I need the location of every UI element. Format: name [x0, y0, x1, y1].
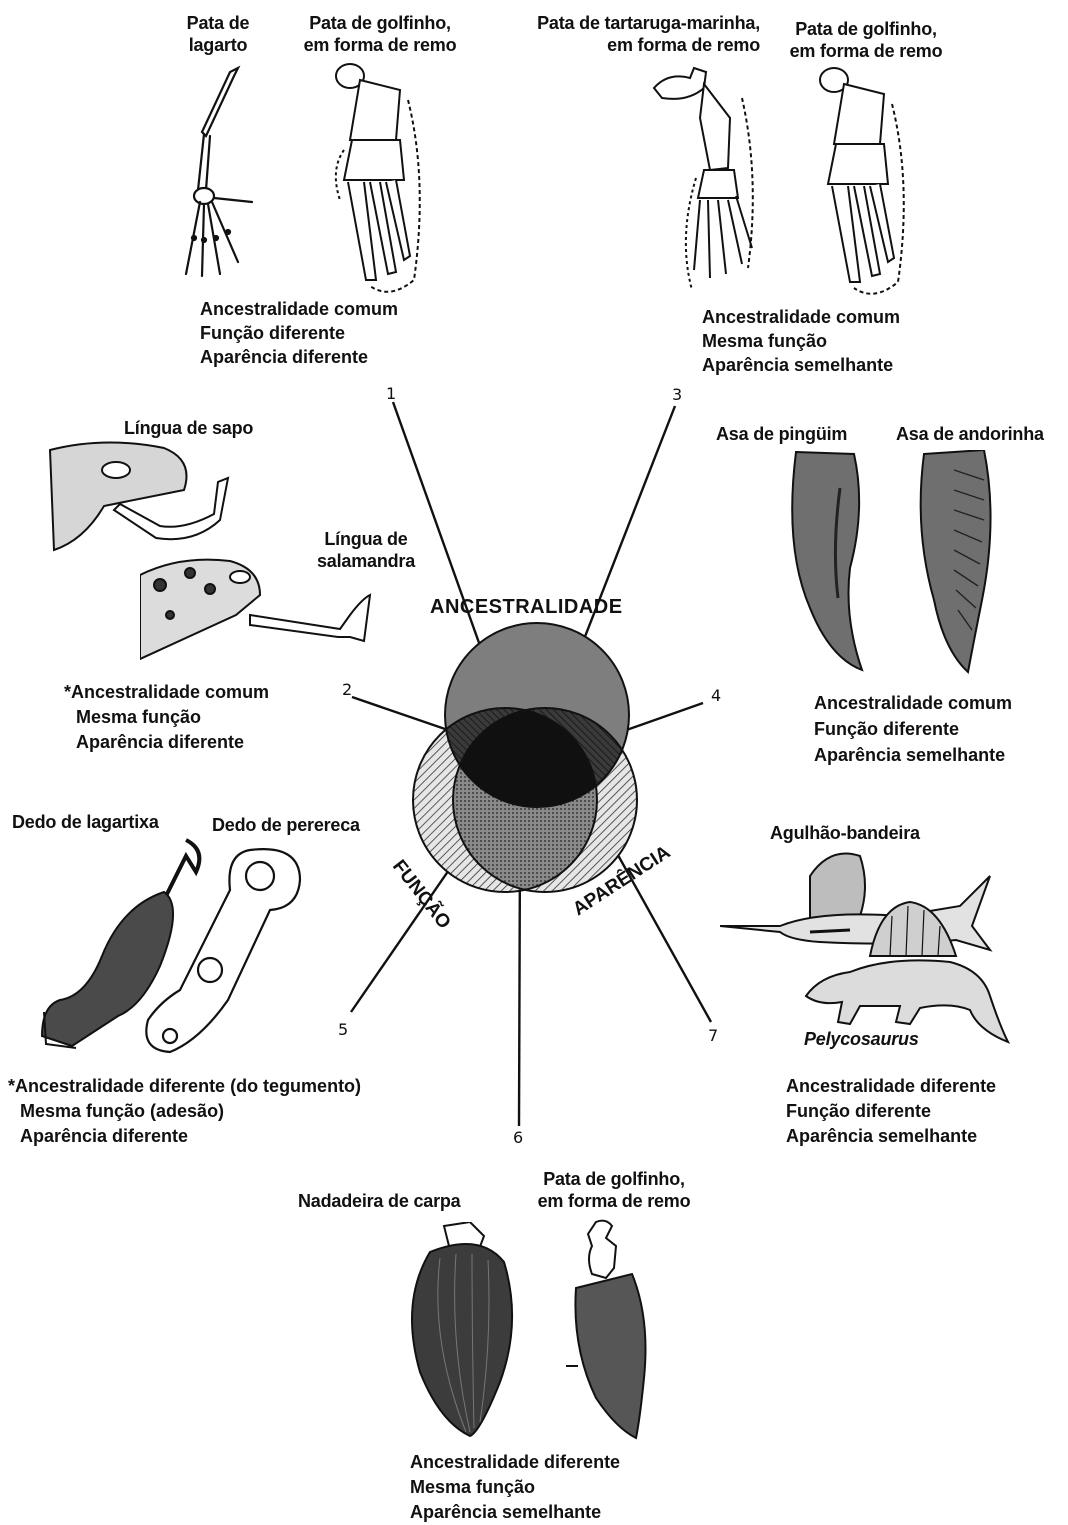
number-4: 4	[711, 686, 721, 705]
dolphin-paddle-1-illustration	[330, 60, 430, 300]
venn-label-ancestry: ANCESTRALIDADE	[430, 596, 623, 619]
label-lizard-leg: Pata de lagarto	[168, 12, 268, 56]
salamander-tongue-illustration	[140, 555, 380, 665]
caption-1: Ancestralidade comumFunção diferenteApar…	[200, 297, 398, 369]
number-6: 6	[513, 1128, 523, 1147]
label-dolphin-paddle-1: Pata de golfinho, em forma de remo	[280, 12, 480, 56]
dolphin-paddle-3-illustration	[812, 66, 912, 302]
label-carp-fin: Nadadeira de carpa	[298, 1190, 460, 1212]
dolphin-paddle-6-illustration	[566, 1218, 666, 1442]
label-pelycosaurus: Pelycosaurus	[804, 1028, 919, 1050]
label-turtle-paddle: Pata de tartaruga-marinha, em forma de r…	[480, 12, 760, 56]
label-dolphin-paddle-6: Pata de golfinho, em forma de remo	[514, 1168, 714, 1212]
number-5: 5	[338, 1020, 348, 1039]
label-dolphin-paddle-3: Pata de golfinho, em forma de remo	[766, 18, 966, 62]
number-3: 3	[672, 385, 682, 404]
label-treefrog-finger: Dedo de perereca	[212, 814, 360, 836]
label-toad-tongue: Língua de sapo	[124, 417, 253, 439]
number-7: 7	[708, 1026, 718, 1045]
label-penguin-wing: Asa de pingüim	[716, 423, 847, 445]
caption-5: *Ancestralidade diferente (do tegumento)…	[8, 1074, 361, 1149]
sailfish-pelycosaurus-illustration	[720, 846, 1010, 1046]
label-sailfish: Agulhão-bandeira	[770, 822, 920, 844]
number-2: 2	[342, 680, 352, 699]
caption-7: Ancestralidade diferenteFunção diferente…	[786, 1074, 996, 1149]
caption-2: *Ancestralidade comum Mesma função Aparê…	[64, 680, 269, 755]
caption-6: Ancestralidade diferenteMesma funçãoApar…	[410, 1450, 620, 1525]
carp-fin-illustration	[400, 1222, 520, 1442]
number-1: 1	[386, 384, 396, 403]
caption-4: Ancestralidade comumFunção diferenteApar…	[814, 690, 1012, 768]
lizard-leg-illustration	[180, 62, 260, 282]
penguin-wing-illustration	[780, 448, 870, 674]
label-gecko-finger: Dedo de lagartixa	[12, 811, 159, 833]
caption-3: Ancestralidade comumMesma funçãoAparênci…	[702, 305, 900, 377]
toad-tongue-illustration	[44, 440, 244, 560]
swallow-wing-illustration	[914, 450, 1004, 676]
treefrog-finger-illustration	[140, 840, 310, 1060]
turtle-paddle-illustration	[648, 58, 760, 298]
label-swallow-wing: Asa de andorinha	[896, 423, 1068, 445]
